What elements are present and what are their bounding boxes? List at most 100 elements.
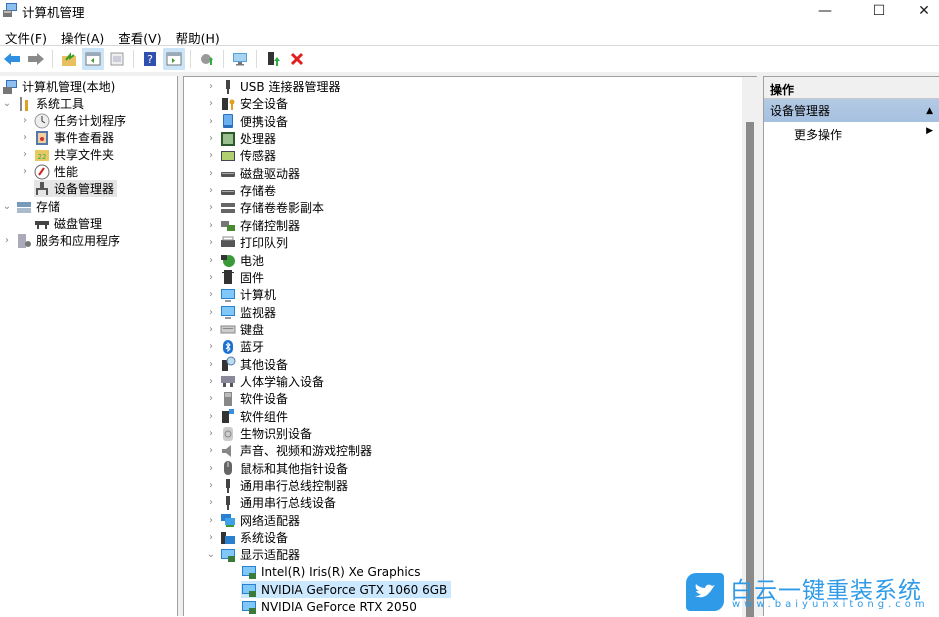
show-hide-action-pane-button[interactable]	[163, 48, 185, 70]
chevron-right-icon[interactable]: ›	[209, 428, 213, 439]
device-category-row[interactable]: ›键盘	[206, 321, 264, 338]
update-driver-button[interactable]	[196, 48, 218, 70]
maximize-button[interactable]: ☐	[872, 3, 886, 19]
back-button[interactable]	[1, 48, 23, 70]
chevron-right-icon[interactable]: ›	[209, 167, 213, 179]
chevron-right-icon[interactable]: ›	[209, 150, 213, 162]
chevron-right-icon[interactable]: ›	[209, 254, 213, 266]
chevron-down-icon[interactable]: ⌄	[206, 549, 216, 561]
chevron-right-icon[interactable]: ›	[209, 445, 213, 457]
chevron-right-icon[interactable]: ›	[209, 115, 213, 127]
scan-hardware-button[interactable]	[229, 48, 251, 70]
close-button[interactable]: ✕	[918, 3, 930, 19]
chevron-right-icon[interactable]: ›	[209, 410, 213, 422]
device-category-row[interactable]: ›蓝牙	[206, 338, 264, 355]
actions-section-device-manager[interactable]: 设备管理器 ▲	[764, 99, 939, 122]
pane-splitter[interactable]	[757, 72, 763, 616]
tree-item-system-tools[interactable]: ⌄ 系统工具	[2, 95, 84, 112]
pane-splitter[interactable]	[178, 72, 183, 616]
chevron-down-icon[interactable]: ⌄	[2, 201, 12, 212]
chevron-right-icon[interactable]: ›	[209, 306, 213, 318]
menu-file[interactable]: 文件(F)	[5, 31, 47, 46]
chevron-right-icon[interactable]: ›	[209, 98, 213, 110]
device-category-row[interactable]: ›软件设备	[206, 390, 288, 407]
show-hide-console-tree-button[interactable]	[82, 48, 104, 70]
device-category-row[interactable]: ›系统设备	[206, 529, 288, 546]
chevron-right-icon[interactable]: ›	[209, 81, 213, 92]
tree-item-event-viewer[interactable]: › 事件查看器	[20, 129, 114, 146]
device-category-row[interactable]: ›网络适配器	[206, 512, 300, 529]
device-category-row[interactable]: ›声音、视频和游戏控制器	[206, 442, 372, 459]
chevron-right-icon[interactable]: ›	[209, 375, 213, 387]
tree-root[interactable]: 计算机管理(本地)	[2, 78, 115, 95]
vertical-scrollbar[interactable]	[742, 77, 758, 617]
chevron-right-icon[interactable]: ›	[209, 393, 213, 405]
tree-item-services-apps[interactable]: › 服务和应用程序	[2, 232, 120, 249]
device-category-row[interactable]: ›生物识别设备	[206, 425, 312, 442]
chevron-right-icon[interactable]: ›	[23, 132, 27, 143]
more-actions-item[interactable]: 更多操作 ▶	[764, 122, 939, 144]
menu-action[interactable]: 操作(A)	[60, 31, 105, 46]
help-button[interactable]: ?	[139, 48, 161, 70]
tree-item-disk-management[interactable]: 磁盘管理	[34, 215, 102, 232]
menu-view[interactable]: 查看(V)	[118, 31, 162, 46]
chevron-right-icon[interactable]: ›	[209, 341, 213, 353]
tree-item-device-manager[interactable]: 设备管理器	[34, 180, 118, 197]
chevron-right-icon[interactable]: ›	[209, 133, 213, 145]
chevron-right-icon[interactable]: ›	[209, 237, 213, 249]
chevron-right-icon[interactable]: ›	[209, 323, 213, 335]
device-category-row[interactable]: ›鼠标和其他指针设备	[206, 460, 348, 477]
device-category-row[interactable]: ›固件	[206, 269, 264, 286]
up-level-button[interactable]	[58, 48, 80, 70]
collapse-up-icon[interactable]: ▲	[926, 105, 933, 116]
device-category-row[interactable]: ⌄显示适配器	[206, 546, 300, 563]
device-category-row[interactable]: ›通用串行总线设备	[206, 494, 336, 511]
chevron-right-icon[interactable]: ›	[209, 271, 213, 283]
uninstall-device-button[interactable]	[286, 48, 308, 70]
chevron-right-icon[interactable]: ›	[209, 219, 213, 231]
display-adapter-row[interactable]: NVIDIA GeForce GTX 1060 6GB	[241, 581, 452, 599]
forward-button[interactable]	[25, 48, 47, 70]
device-category-row[interactable]: ›处理器	[206, 130, 276, 147]
enable-device-button[interactable]	[262, 48, 284, 70]
chevron-right-icon[interactable]: ›	[209, 358, 213, 370]
chevron-right-icon[interactable]: ›	[23, 149, 27, 160]
chevron-right-icon[interactable]: ›	[209, 532, 213, 544]
device-category-row[interactable]: ›存储卷	[206, 182, 276, 199]
device-category-row[interactable]: ›磁盘驱动器	[206, 165, 300, 182]
device-category-row[interactable]: ›电池	[206, 252, 264, 269]
device-category-row[interactable]: ›计算机	[206, 286, 276, 303]
device-category-row[interactable]: ›安全设备	[206, 95, 288, 112]
tree-item-storage[interactable]: ⌄ 存储	[2, 198, 60, 215]
device-category-row[interactable]: ›打印队列	[206, 234, 288, 251]
menu-help[interactable]: 帮助(H)	[175, 31, 220, 46]
display-adapter-row[interactable]: NVIDIA GeForce RTX 2050	[241, 599, 421, 616]
device-category-row[interactable]: ›存储卷卷影副本	[206, 199, 324, 216]
minimize-button[interactable]: —	[818, 3, 832, 19]
chevron-right-icon[interactable]: ›	[209, 514, 213, 526]
device-category-row[interactable]: ›USB 连接器管理器	[206, 78, 340, 95]
device-category-row[interactable]: ›软件组件	[206, 408, 288, 425]
tree-item-performance[interactable]: › 性能	[20, 163, 78, 180]
scrollbar-thumb[interactable]	[746, 122, 754, 617]
device-category-row[interactable]: ›人体学输入设备	[206, 373, 324, 390]
device-category-row[interactable]: ›存储控制器	[206, 217, 300, 234]
chevron-right-icon[interactable]: ›	[209, 185, 213, 197]
device-category-row[interactable]: ›监视器	[206, 304, 276, 321]
chevron-right-icon[interactable]: ›	[23, 166, 27, 177]
chevron-right-icon[interactable]: ›	[209, 289, 213, 301]
chevron-right-icon[interactable]: ›	[209, 497, 213, 509]
chevron-right-icon[interactable]: ›	[209, 480, 213, 492]
display-adapter-row[interactable]: Intel(R) Iris(R) Xe Graphics	[241, 564, 425, 581]
chevron-right-icon[interactable]: ›	[23, 115, 27, 126]
device-category-row[interactable]: ›传感器	[206, 147, 276, 164]
properties-button[interactable]	[106, 48, 128, 70]
device-category-row[interactable]: ›其他设备	[206, 356, 288, 373]
chevron-right-icon[interactable]: ›	[209, 462, 213, 474]
chevron-right-icon[interactable]: ›	[5, 235, 9, 246]
tree-item-task-scheduler[interactable]: › 任务计划程序	[20, 112, 126, 129]
chevron-right-icon[interactable]: ›	[209, 202, 213, 214]
device-category-row[interactable]: ›便携设备	[206, 113, 288, 130]
tree-item-shared-folders[interactable]: › 22 共享文件夹	[20, 146, 114, 163]
chevron-down-icon[interactable]: ⌄	[2, 98, 12, 109]
